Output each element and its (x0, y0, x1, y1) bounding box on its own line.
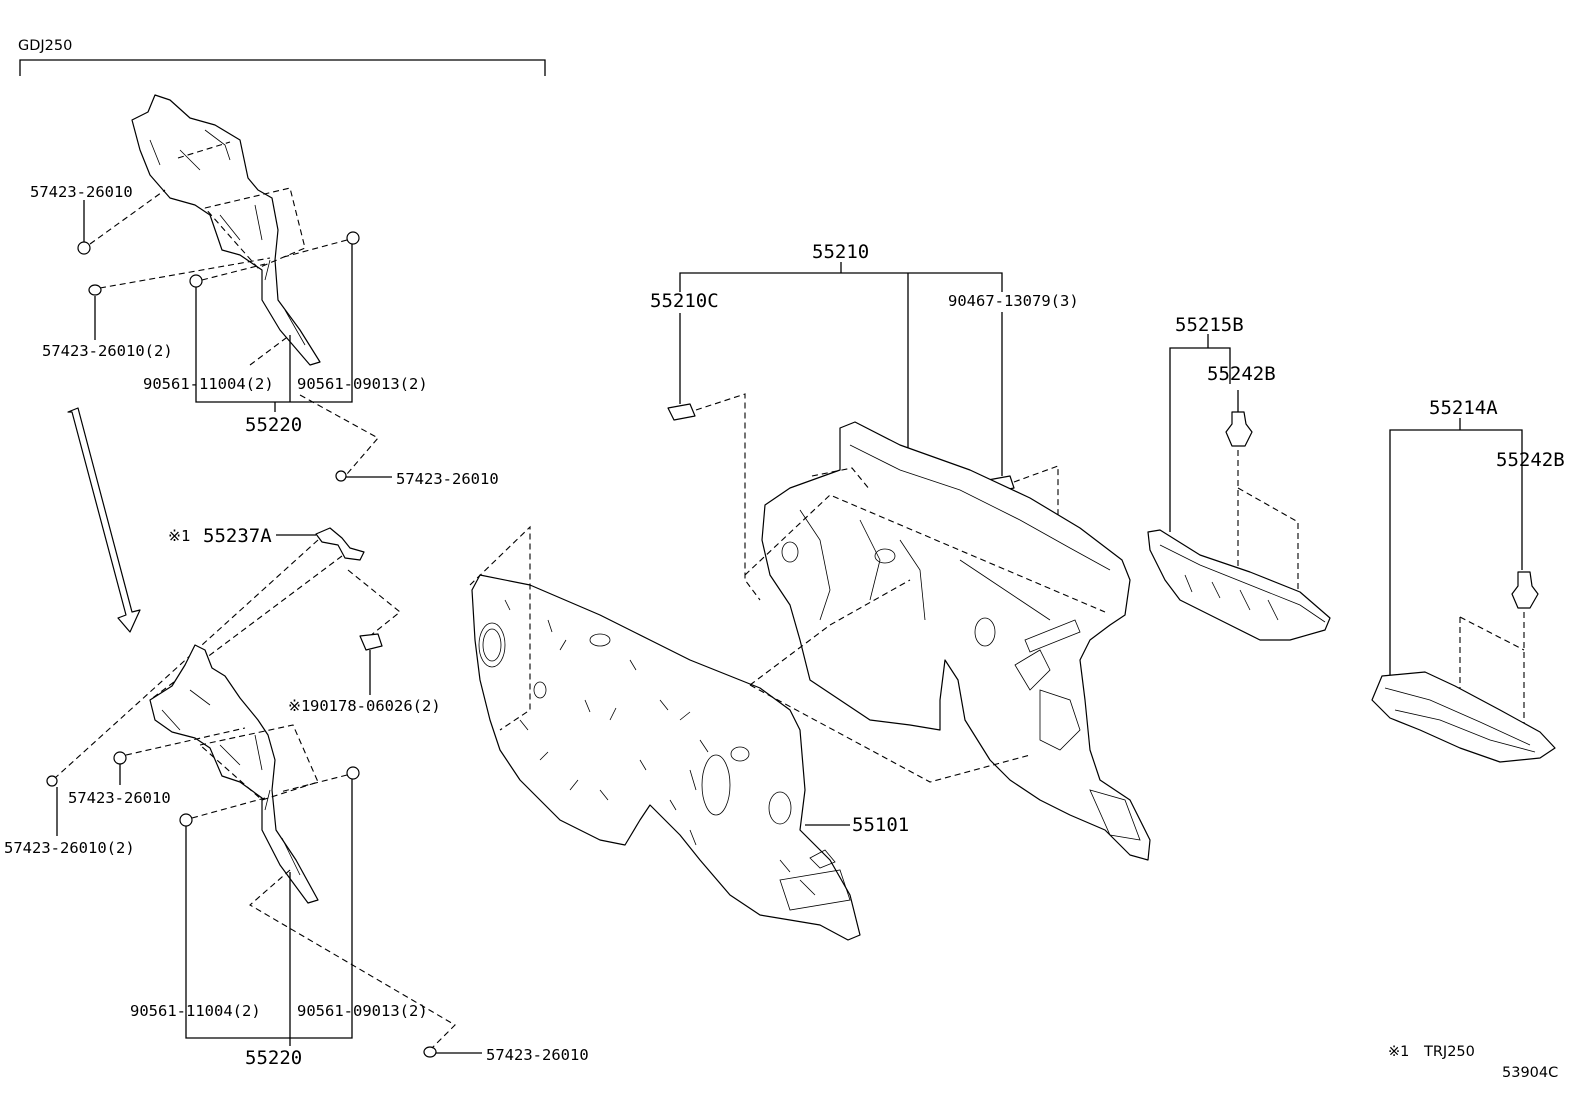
insulator-55214a-label: 55214A (1429, 397, 1498, 419)
insulator-bolt-label: 90467-13079(3) (948, 292, 1079, 310)
clip-icon[interactable] (77, 241, 91, 255)
top-assembly-label: 55220 (245, 414, 302, 436)
screw-mark-label: ※1 (288, 697, 310, 715)
nut-icon[interactable] (346, 231, 360, 245)
top-clip-c-label: 57423-26010 (396, 470, 499, 488)
bottom-side-insulator-part[interactable] (149, 644, 319, 904)
insulator-55214a-part[interactable] (1371, 671, 1556, 763)
top-side-insulator-group: 57423-26010 57423-26010(2) 90561-11004(2… (30, 94, 499, 488)
insulator-55210-group: 55210 55210C 90467-13079(3) (650, 241, 1151, 861)
clip-icon[interactable] (88, 284, 102, 296)
insulator-55214a-group: 55214A 55242B (1371, 397, 1565, 763)
transition-arrow-icon (67, 407, 141, 633)
gdj250-bracket: GDJ250 (18, 38, 546, 76)
clip-icon[interactable] (423, 1046, 437, 1058)
footer-note-text: TRJ250 (1423, 1044, 1475, 1060)
screw-label: 90178-06026(2) (310, 697, 441, 715)
nut-icon[interactable] (346, 766, 360, 780)
top-side-insulator-part[interactable] (131, 94, 321, 366)
dash-panel-part[interactable] (471, 574, 861, 941)
insulator-assembly-label: 55210 (812, 241, 869, 263)
diagram-id: 53904C (1502, 1065, 1558, 1081)
bottom-clip-c-label: 57423-26010 (486, 1046, 589, 1064)
insulator-55215b-label: 55215B (1175, 314, 1244, 336)
insulator-55214a-clip-label: 55242B (1496, 449, 1565, 471)
bracket-label: 55237A (203, 525, 272, 547)
dash-panel-group: 55101 (469, 525, 909, 941)
insulator-55215b-group: 55215B 55242B (1147, 314, 1331, 641)
insulator-55215b-clip-label: 55242B (1207, 363, 1276, 385)
clip-icon[interactable] (46, 775, 58, 787)
bottom-assembly-label: 55220 (245, 1047, 302, 1069)
model-code-label: GDJ250 (18, 38, 72, 54)
top-bolt-a-label: 90561-11004(2) (143, 375, 274, 393)
screw-icon[interactable] (359, 633, 383, 651)
clip-icon[interactable] (113, 751, 127, 765)
dash-panel-label: 55101 (852, 814, 909, 836)
bottom-bolt-b-label: 90561-09013(2) (297, 1002, 428, 1020)
clip-icon[interactable] (667, 403, 696, 421)
bottom-side-insulator-group: ※1 55237A ※1 90178-06026(2) 57423-26010 … (4, 525, 589, 1069)
top-clip-b-label: 57423-26010(2) (42, 342, 173, 360)
clip-icon[interactable] (1511, 571, 1539, 609)
top-clip-a-label: 57423-26010 (30, 183, 133, 201)
washer-icon[interactable] (189, 274, 203, 288)
bottom-clip-b-label: 57423-26010(2) (4, 839, 135, 857)
insulator-clip-label: 55210C (650, 290, 719, 312)
bottom-bolt-a-label: 90561-11004(2) (130, 1002, 261, 1020)
washer-icon[interactable] (179, 813, 193, 827)
insulator-55210-part[interactable] (761, 421, 1151, 861)
top-bolt-b-label: 90561-09013(2) (297, 375, 428, 393)
bracket-mark-label: ※1 (168, 527, 190, 545)
bottom-clip-a-label: 57423-26010 (68, 789, 171, 807)
insulator-55215b-part[interactable] (1147, 529, 1331, 641)
clip-icon[interactable] (335, 470, 347, 482)
footer: ※1 TRJ250 53904C (1388, 1044, 1558, 1081)
footer-note-mark: ※1 (1388, 1044, 1409, 1060)
clip-icon[interactable] (1225, 411, 1253, 447)
bracket-part[interactable] (315, 527, 365, 561)
